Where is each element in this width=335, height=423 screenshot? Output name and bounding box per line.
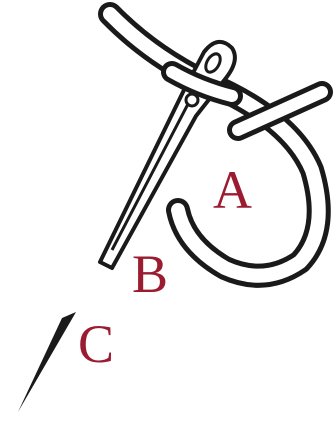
needle-tip [18,312,76,412]
label-c: C [78,314,114,374]
label-a: A [213,160,252,220]
label-b: B [132,244,168,304]
